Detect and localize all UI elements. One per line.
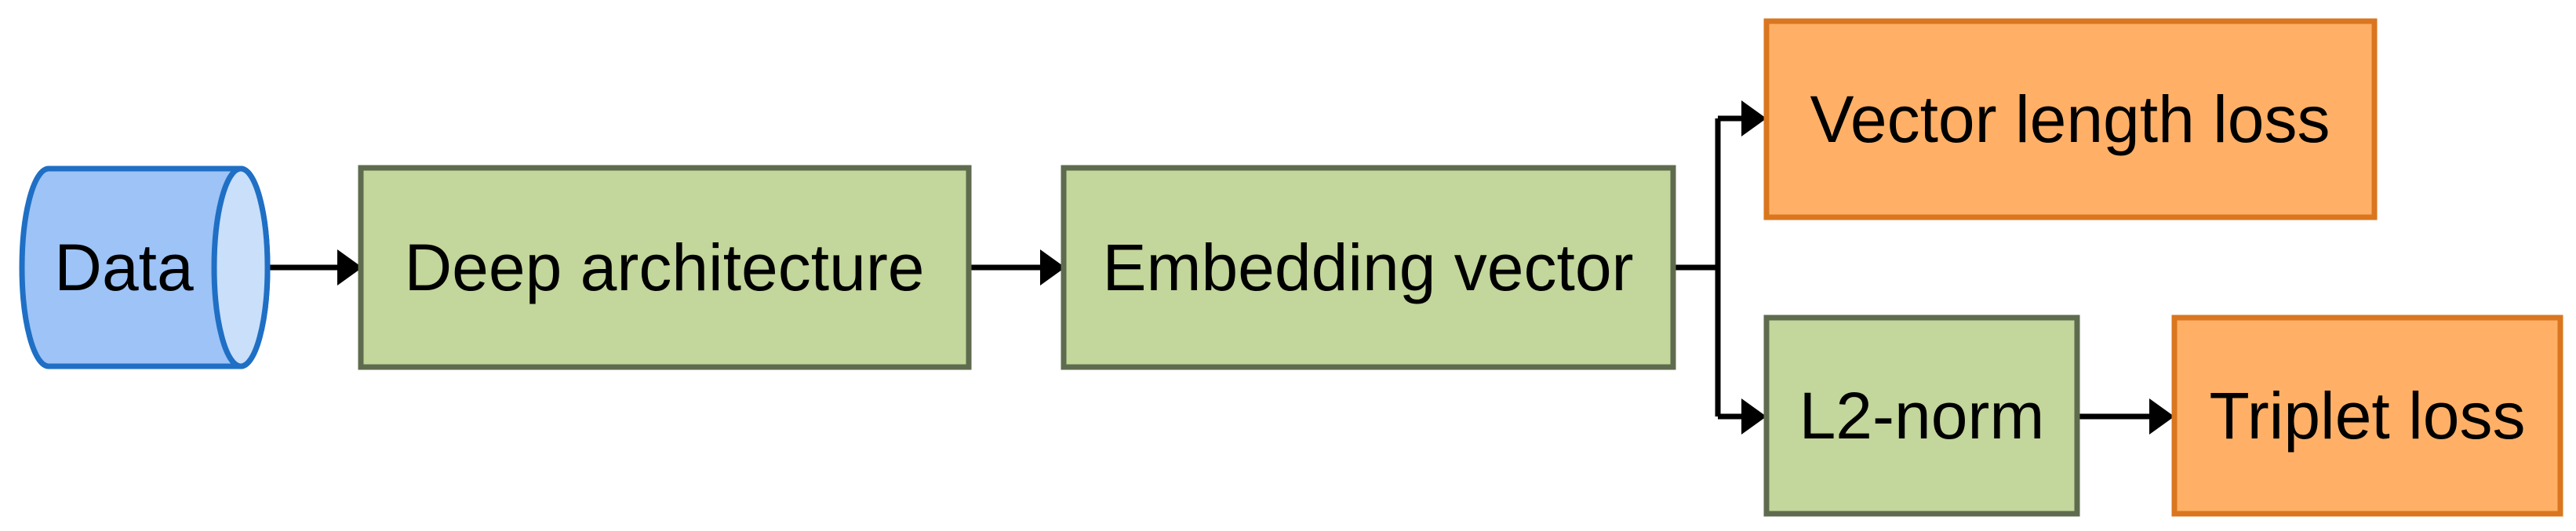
embedding-vector-box xyxy=(1061,165,1676,370)
node-data-label: Data xyxy=(54,231,194,304)
edge-embedding-vector-branch xyxy=(1673,118,1721,416)
node-l2-norm: L2-norm xyxy=(1763,315,2080,517)
deep-architecture-box xyxy=(358,165,972,370)
vector-length-loss-box xyxy=(1763,18,2378,220)
arrowhead-vector-length-loss xyxy=(1741,100,1766,136)
arrowhead-l2-norm xyxy=(1741,398,1766,435)
node-deep-architecture: Deep architecture xyxy=(358,165,972,370)
node-embedding-vector-label: Embedding vector xyxy=(1102,231,1633,304)
l2-norm-box xyxy=(1763,315,2080,517)
node-embedding-vector: Embedding vector xyxy=(1061,165,1676,370)
node-vector-length-loss: Vector length loss xyxy=(1763,18,2378,220)
node-l2-norm-label: L2-norm xyxy=(1799,379,2045,453)
node-vector-length-loss-label: Vector length loss xyxy=(1810,82,2330,156)
edges xyxy=(269,100,2174,435)
node-triplet-loss-label: Triplet loss xyxy=(2210,379,2526,453)
data-cylinder-cap xyxy=(211,165,271,369)
arrowhead-embedding-vector xyxy=(1040,249,1065,286)
node-data: Data xyxy=(19,165,271,369)
node-deep-architecture-label: Deep architecture xyxy=(404,231,924,304)
triplet-loss-box xyxy=(2171,315,2563,517)
arrowhead-deep-architecture xyxy=(337,249,362,286)
node-triplet-loss: Triplet loss xyxy=(2171,315,2563,517)
arrowhead-triplet-loss xyxy=(2149,398,2174,435)
